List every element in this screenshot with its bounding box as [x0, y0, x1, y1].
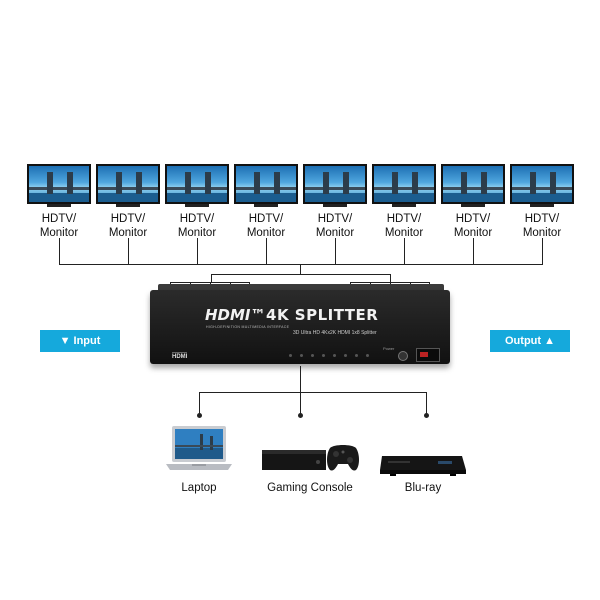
power-switch-icon [416, 348, 440, 362]
monitor-1: HDTV/Monitor [27, 164, 91, 240]
laptop-label: Laptop [181, 482, 217, 494]
tv-icon [372, 164, 436, 204]
tv-icon [27, 164, 91, 204]
monitor-label: HDTV/Monitor [522, 213, 562, 239]
monitor-8: HDTV/Monitor [510, 164, 574, 240]
monitor-3: HDTV/Monitor [165, 164, 229, 240]
bluray-player-icon [380, 456, 466, 476]
monitor-label: HDTV/Monitor [39, 213, 79, 239]
bluray-label: Blu-ray [404, 482, 442, 494]
power-button-icon [398, 351, 408, 361]
hdmi-badge: HDMI [172, 352, 188, 360]
tv-icon [234, 164, 298, 204]
tv-icon [96, 164, 160, 204]
tv-icon [510, 164, 574, 204]
monitor-label: HDTV/Monitor [108, 213, 148, 239]
monitor-label: HDTV/Monitor [177, 213, 217, 239]
input-tag: ▼ Input [40, 330, 120, 352]
tv-icon [165, 164, 229, 204]
monitor-label: HDTV/Monitor [315, 213, 355, 239]
tv-icon [303, 164, 367, 204]
splitter-spec-text: 3D Ultra HD 4Kx2K HDMI 1x8 Splitter [293, 330, 377, 336]
laptop-icon [166, 426, 232, 470]
gaming-console-icon [262, 445, 359, 471]
monitor-label: HDTV/Monitor [246, 213, 286, 239]
monitor-label: HDTV/Monitor [384, 213, 424, 239]
monitor-5: HDTV/Monitor [303, 164, 367, 240]
monitor-6: HDTV/Monitor [372, 164, 436, 240]
monitor-2: HDTV/Monitor [96, 164, 160, 240]
splitter-top-panel [158, 284, 444, 292]
monitor-4: HDTV/Monitor [234, 164, 298, 240]
power-label: Power [383, 346, 395, 351]
splitter-brand: HDMI™4K SPLITTER [205, 306, 379, 324]
output-tag: Output ▲ [490, 330, 570, 352]
tv-icon [441, 164, 505, 204]
monitor-7: HDTV/Monitor [441, 164, 505, 240]
splitter-brand-subtitle: HIGH-DEFINITION MULTIMEDIA INTERFACE [206, 325, 290, 329]
gaming-console-label: Gaming Console [267, 482, 353, 494]
monitor-label: HDTV/Monitor [453, 213, 493, 239]
